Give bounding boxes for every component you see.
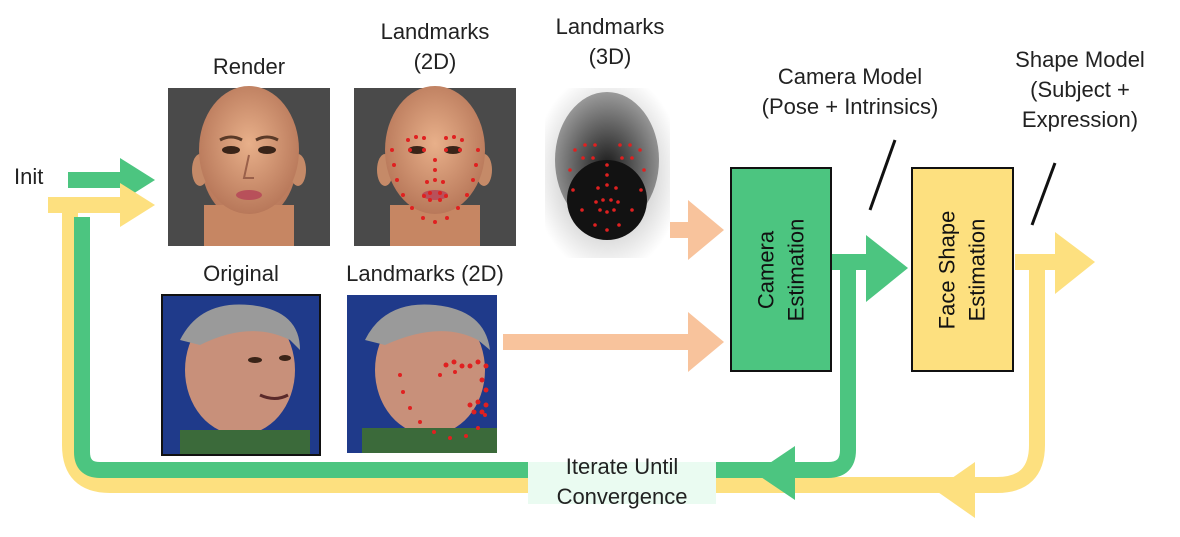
camera-estimation-text: Camera Estimation xyxy=(751,218,811,321)
camera-model-pointer xyxy=(868,139,897,211)
shape-model-pointer xyxy=(1030,162,1057,226)
face-shape-estimation-box: Face Shape Estimation xyxy=(911,167,1014,372)
init-arrow-yellow-head xyxy=(120,183,155,227)
render-face-image xyxy=(168,86,330,246)
green-feedback-loop xyxy=(74,217,856,478)
render-label: Render xyxy=(212,54,286,79)
camera-model-label-line2: (Pose + Intrinsics) xyxy=(761,94,939,119)
iterate-label-line1: Iterate Until xyxy=(565,454,679,479)
landmarks-2d-label-line2: (2D) xyxy=(413,49,457,74)
face-box-line1: Face Shape xyxy=(934,210,960,329)
landmarks-2d-photo xyxy=(347,295,497,453)
landmarks-2d-label-line1: Landmarks xyxy=(380,19,490,44)
iterate-label-line2: Convergence xyxy=(556,484,688,509)
iterate-label: Iterate Until Convergence xyxy=(520,452,724,512)
yellow-loop-arrowhead xyxy=(935,462,975,518)
camera-box-line2: Estimation xyxy=(783,218,808,321)
face-box-line2: Estimation xyxy=(964,218,990,321)
landmarks-3d-image xyxy=(545,88,670,258)
init-label: Init xyxy=(14,164,44,189)
arrow-camera-to-face-head xyxy=(866,235,908,302)
camera-box-line1: Camera xyxy=(753,230,778,309)
iterate-label-band xyxy=(528,462,716,504)
shape-model-label-line3: Expression) xyxy=(1021,107,1139,132)
init-arrow-yellow-shaft xyxy=(48,197,123,213)
original-photo xyxy=(161,294,321,456)
landmarks-3d-label-line1: Landmarks xyxy=(555,14,665,39)
original-label: Original xyxy=(203,261,279,286)
yellow-feedback-loop xyxy=(62,197,1045,493)
green-loop-arrowhead xyxy=(755,446,795,500)
landmarks-2d-render-image xyxy=(354,86,516,246)
landmarks-2d-photo-label: Landmarks (2D) xyxy=(346,261,504,286)
arrow-camera-to-face-shaft xyxy=(830,254,870,270)
camera-model-label-line1: Camera Model xyxy=(777,64,923,89)
shape-model-label-line1: Shape Model xyxy=(1015,47,1145,72)
init-arrow-green-shaft xyxy=(68,172,123,188)
arrow-2d-to-camera-head xyxy=(688,312,724,372)
camera-estimation-box: Camera Estimation xyxy=(730,167,832,372)
arrow-3d-to-camera-head xyxy=(688,200,724,260)
output-arrow-shaft xyxy=(1015,254,1060,270)
shape-model-label-line2: (Subject + xyxy=(1030,77,1130,102)
arrow-2d-to-camera-shaft xyxy=(503,334,693,350)
landmarks-3d-label: Landmarks (3D) xyxy=(530,12,690,72)
face-shape-estimation-text: Face Shape Estimation xyxy=(933,210,993,329)
output-arrow-head xyxy=(1055,232,1095,294)
camera-model-label: Camera Model (Pose + Intrinsics) xyxy=(740,62,960,122)
landmarks-2d-label: Landmarks (2D) xyxy=(354,17,516,77)
shape-model-label: Shape Model (Subject + Expression) xyxy=(985,45,1175,135)
landmarks-3d-label-line2: (3D) xyxy=(588,44,632,69)
